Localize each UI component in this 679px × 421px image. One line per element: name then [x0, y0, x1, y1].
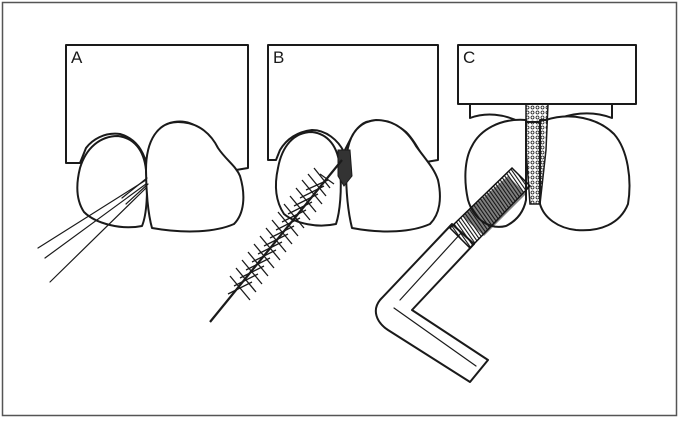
panel-label-c: C — [463, 48, 475, 67]
panel-label-b: B — [273, 48, 284, 67]
panel-a: A — [38, 45, 248, 282]
panel-c-gum — [458, 45, 636, 104]
panel-a-tooth-left — [77, 136, 147, 227]
panel-c-tooth-right — [540, 116, 629, 230]
panel-b-tooth-left — [276, 132, 341, 226]
panel-label-a: A — [71, 48, 83, 67]
